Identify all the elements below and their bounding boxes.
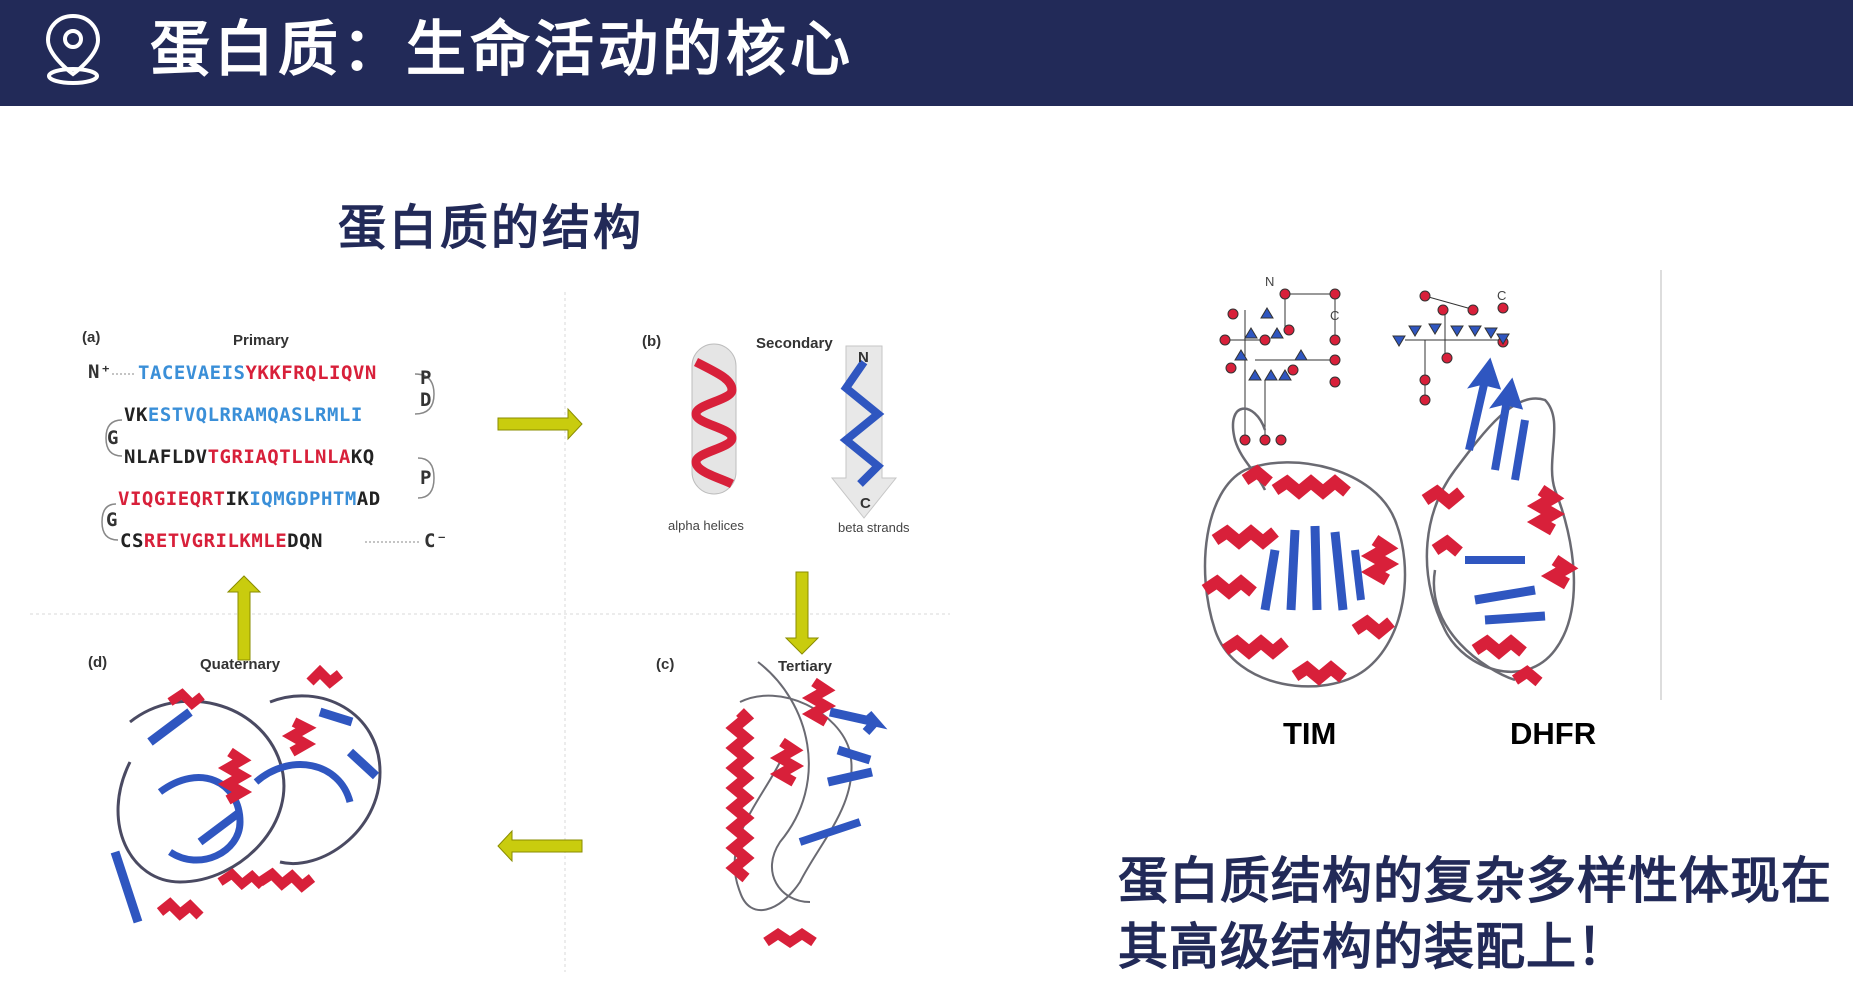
arrow-primary-to-secondary bbox=[497, 407, 583, 441]
secondary-title: Secondary bbox=[756, 335, 833, 352]
turn-letter-p2: P bbox=[420, 467, 432, 489]
sequence-row-3: NLAFLDVTGRIAQTLLNLAKQ bbox=[124, 446, 375, 468]
sequence-segment: DQN bbox=[287, 530, 323, 552]
turn-letter-d1: D bbox=[420, 389, 432, 411]
tertiary-tag: (c) bbox=[656, 656, 674, 673]
arrow-quaternary-to-primary bbox=[226, 575, 262, 661]
sequence-segment: CS bbox=[120, 530, 144, 552]
turn-letter-g1: G bbox=[107, 427, 119, 449]
sequence-row-5: CSRETVGRILKMLEDQN bbox=[120, 530, 323, 552]
topology-c-label-left: C bbox=[1330, 308, 1339, 323]
tim-topology-diagram bbox=[1219, 288, 1341, 446]
header-bar: 蛋白质：生命活动的核心 bbox=[0, 0, 1853, 106]
beta-strand-zigzag bbox=[839, 359, 885, 487]
tim-dhfr-structures-illustration: N C C bbox=[1201, 270, 1662, 700]
strand-arrow-shape bbox=[830, 345, 898, 519]
secondary-tag: (b) bbox=[642, 333, 661, 350]
section-title: 蛋白质的结构 bbox=[338, 200, 645, 256]
dhfr-label: DHFR bbox=[1510, 716, 1597, 751]
c-terminus: C⁻ bbox=[424, 530, 448, 552]
n-terminus: N⁺ bbox=[88, 361, 112, 383]
sequence-segment: ESTVQLRRAMQASLRMLI bbox=[148, 404, 363, 426]
sequence-segment: YKKFRQLIQVN bbox=[245, 362, 376, 384]
sequence-segment: NLAFLDV bbox=[124, 446, 208, 468]
sequence-row-1: TACEVAEISYKKFRQLIQVN bbox=[138, 362, 377, 384]
panel-primary: (a) Primary N⁺ TACEVAEISYKKFRQLIQVN VKES… bbox=[82, 329, 448, 552]
sequence-segment: VK bbox=[124, 404, 148, 426]
tim-ribbon-structure bbox=[1201, 407, 1407, 688]
arrow-secondary-to-tertiary bbox=[784, 571, 820, 655]
turn-letter-g2: G bbox=[106, 509, 118, 531]
tertiary-title: Tertiary bbox=[778, 658, 833, 675]
dhfr-ribbon-structure bbox=[1421, 357, 1579, 687]
strand-n-label: N bbox=[858, 349, 869, 366]
sequence-segment: IK bbox=[225, 488, 249, 510]
sequence-segment: RETVGRILKMLE bbox=[144, 530, 287, 552]
panel-quaternary: (d) Quaternary bbox=[88, 654, 382, 924]
sequence-segment: IQMGDPHTM bbox=[249, 488, 356, 510]
alpha-helices-label: alpha helices bbox=[668, 518, 744, 533]
summary-note: 蛋白质结构的复杂多样性体现在其高级结构的装配上！ bbox=[1118, 852, 1832, 976]
location-pin-icon bbox=[45, 13, 101, 85]
sequence-segment: VIQGIEQRT bbox=[118, 488, 225, 510]
protein-structure-levels-diagram: (a) Primary N⁺ TACEVAEISYKKFRQLIQVN VKES… bbox=[30, 292, 950, 972]
sequence-segment: KQ bbox=[351, 446, 375, 468]
tim-label: TIM bbox=[1283, 716, 1337, 751]
topology-c-label-right: C bbox=[1497, 288, 1506, 303]
panel-tertiary: (c) Tertiary bbox=[656, 656, 888, 949]
primary-tag: (a) bbox=[82, 329, 100, 346]
quaternary-tag: (d) bbox=[88, 654, 107, 671]
strand-c-label: C bbox=[860, 495, 871, 512]
sequence-row-2: VKESTVQLRRAMQASLRMLI bbox=[124, 404, 363, 426]
sequence-segment: AD bbox=[357, 488, 381, 510]
turn-letter-p1: P bbox=[420, 367, 432, 389]
sequence-segment: TGRIAQTLLNLA bbox=[208, 446, 351, 468]
sequence-row-4: VIQGIEQRTIKIQMGDPHTMAD bbox=[118, 488, 381, 510]
arrow-tertiary-to-quaternary bbox=[497, 829, 583, 863]
page-title: 蛋白质：生命活动的核心 bbox=[150, 15, 854, 85]
topology-n-label: N bbox=[1265, 274, 1274, 289]
sequence-segment: TACEVAEIS bbox=[138, 362, 245, 384]
primary-title: Primary bbox=[233, 332, 290, 349]
panel-secondary: (b) Secondary N C alpha helices beta str… bbox=[642, 333, 910, 535]
dhfr-topology-diagram bbox=[1392, 290, 1510, 406]
alpha-helix-ribbon bbox=[691, 357, 737, 489]
beta-strands-label: beta strands bbox=[838, 520, 910, 535]
quaternary-title: Quaternary bbox=[200, 656, 281, 673]
